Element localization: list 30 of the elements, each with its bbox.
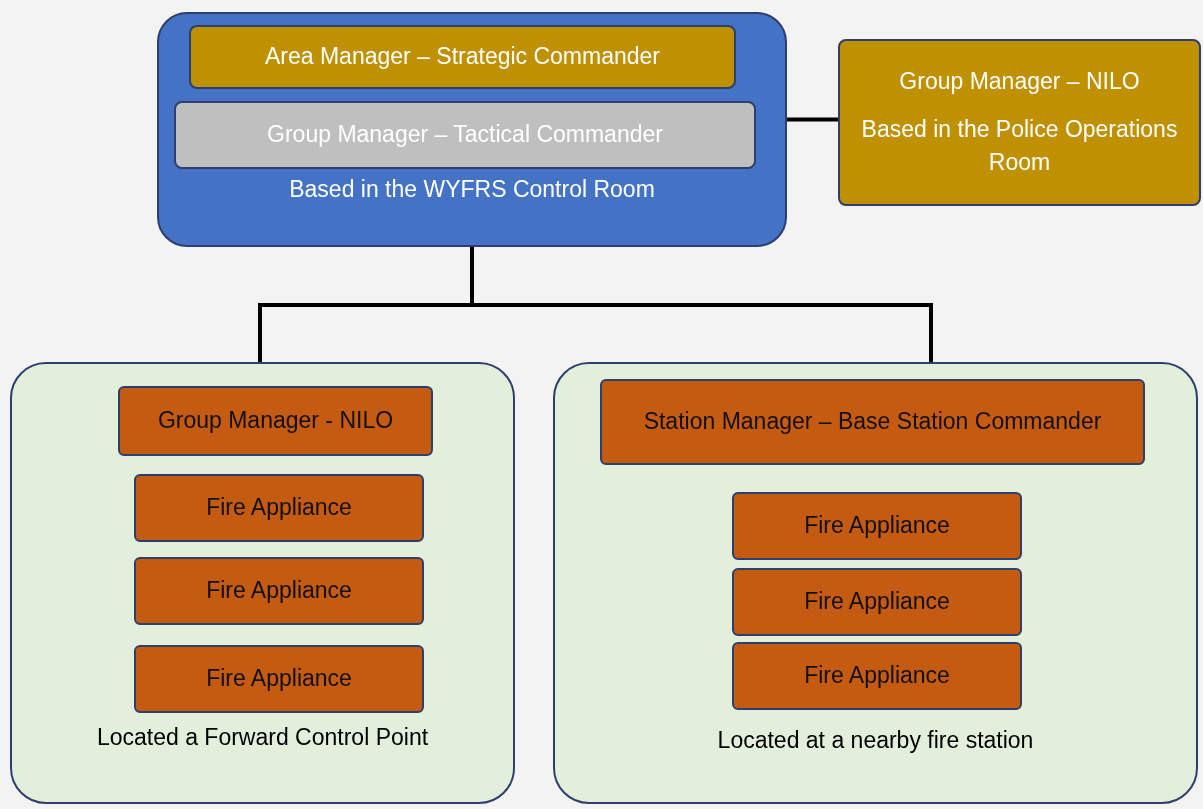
location-caption: Located at a nearby fire station	[716, 727, 1035, 754]
role-title: Group Manager – NILO	[899, 67, 1140, 97]
role-title: Area Manager – Strategic Commander	[265, 42, 660, 72]
role-box	[732, 492, 1022, 560]
role-title: Fire Appliance	[804, 661, 950, 691]
role-title: Fire Appliance	[804, 587, 950, 617]
role-title: Fire Appliance	[206, 493, 352, 523]
role-box	[134, 557, 424, 625]
connector-line	[787, 117, 838, 122]
role-box	[134, 645, 424, 713]
role-title: Fire Appliance	[206, 664, 352, 694]
role-title: Group Manager - NILO	[157, 406, 394, 436]
group-panel	[553, 362, 1198, 804]
role-title: Fire Appliance	[206, 576, 352, 606]
location-caption: Based in the WYFRS Control Room	[288, 176, 656, 203]
group-panel	[157, 12, 787, 247]
role-box	[732, 568, 1022, 636]
group-panel	[10, 362, 515, 804]
role-box	[174, 101, 756, 169]
role-box	[600, 379, 1145, 465]
role-box	[732, 642, 1022, 710]
location-text: Based in the Police Operations Room	[860, 114, 1179, 178]
role-box	[118, 386, 433, 456]
role-box	[838, 39, 1201, 206]
role-title: Fire Appliance	[804, 511, 950, 541]
role-title: Station Manager – Base Station Commander	[643, 407, 1102, 437]
role-box	[189, 25, 736, 89]
role-box	[134, 474, 424, 542]
location-caption: Located a Forward Control Point	[95, 724, 430, 751]
role-title: Group Manager – Tactical Commander	[267, 120, 663, 150]
